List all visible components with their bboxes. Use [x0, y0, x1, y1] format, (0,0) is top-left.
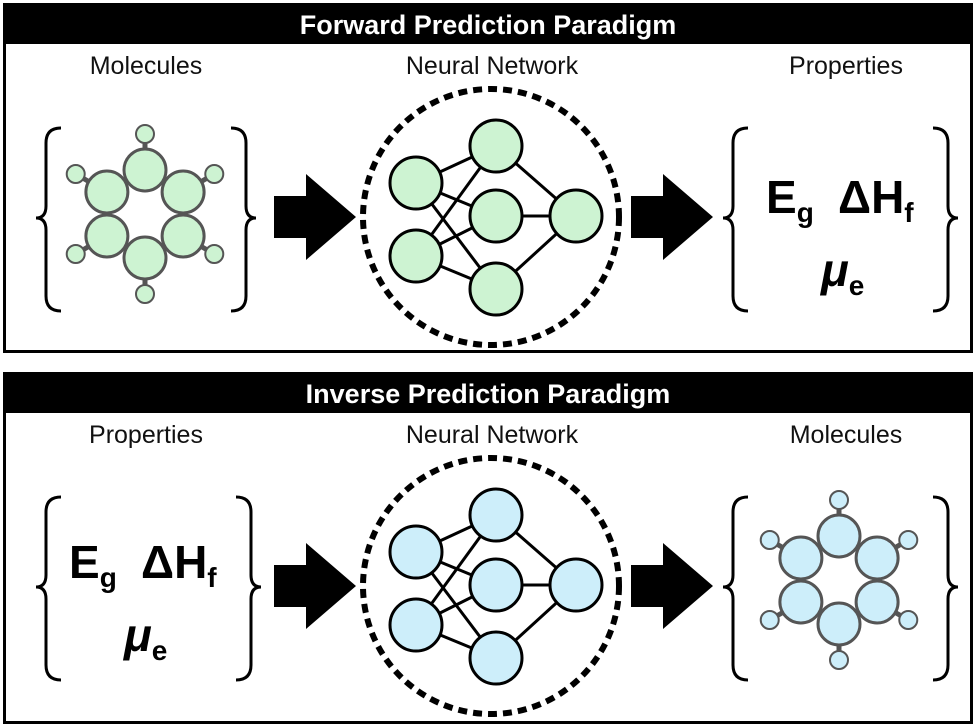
- right-brace: [932, 495, 959, 682]
- neuron-node: [388, 228, 444, 284]
- hydrogen-atom: [204, 164, 225, 184]
- left-brace: [722, 126, 749, 313]
- network-label: Neural Network: [405, 421, 579, 449]
- panel-title: Forward Prediction Paradigm: [6, 6, 970, 44]
- neuron-node: [468, 261, 524, 317]
- property-list: Eg ΔHf μe: [766, 171, 914, 301]
- network-boundary: [360, 455, 622, 717]
- enthalpy-symbol: ΔHf: [838, 171, 914, 228]
- neuron-node: [468, 557, 524, 613]
- carbon-atom: [778, 579, 824, 625]
- carbon-atom: [84, 213, 130, 259]
- output-label: Properties: [789, 52, 903, 80]
- hydrogen-atom: [759, 610, 780, 630]
- hydrogen-atom: [65, 244, 86, 264]
- hydrogen-atom: [829, 650, 849, 670]
- arrow-right-icon: [274, 543, 356, 629]
- neural-network: [388, 487, 604, 686]
- molecule: [65, 124, 225, 304]
- input-label: Properties: [89, 421, 203, 449]
- arrow-right-icon: [631, 543, 713, 629]
- carbon-atom: [778, 535, 824, 581]
- carbon-atom: [854, 535, 900, 581]
- carbon-atom: [160, 169, 206, 215]
- forward-diagram: Eg ΔHf μe: [35, 86, 959, 348]
- inverse-panel: Inverse Prediction Paradigm Properties N…: [3, 372, 973, 724]
- neuron-node: [388, 155, 444, 211]
- property-list: Eg ΔHf μe: [69, 536, 217, 666]
- network-label: Neural Network: [405, 52, 579, 80]
- hydrogen-atom: [898, 610, 919, 630]
- carbon-atom: [160, 213, 206, 259]
- forward-panel: Forward Prediction Paradigm Molecules Ne…: [3, 3, 973, 353]
- output-label: Molecules: [789, 421, 903, 449]
- hydrogen-atom: [135, 124, 155, 144]
- hydrogen-atom: [898, 530, 919, 550]
- hydrogen-atom: [65, 164, 86, 184]
- carbon-atom: [122, 147, 168, 193]
- inverse-diagram: Eg ΔHf μe: [35, 455, 959, 717]
- right-brace: [230, 126, 257, 313]
- mobility-symbol: μe: [122, 609, 167, 666]
- panel-title: Inverse Prediction Paradigm: [6, 375, 970, 413]
- enthalpy-symbol: ΔHf: [141, 536, 217, 593]
- neuron-node: [468, 487, 524, 543]
- bandgap-symbol: Eg: [766, 171, 814, 228]
- mobility-symbol: μe: [819, 244, 864, 301]
- hydrogen-atom: [135, 284, 155, 304]
- neuron-node: [468, 118, 524, 174]
- neuron-node: [388, 524, 444, 580]
- hydrogen-atom: [204, 244, 225, 264]
- left-brace: [722, 495, 749, 682]
- carbon-atom: [816, 601, 862, 647]
- neural-network: [388, 118, 604, 317]
- carbon-atom: [122, 235, 168, 281]
- carbon-atom: [854, 579, 900, 625]
- bandgap-symbol: Eg: [69, 536, 117, 593]
- carbon-atom: [84, 169, 130, 215]
- left-brace: [35, 495, 62, 682]
- network-boundary: [360, 86, 622, 348]
- molecule: [759, 490, 919, 670]
- hydrogen-atom: [759, 530, 780, 550]
- arrow-right-icon: [274, 174, 356, 260]
- right-brace: [932, 126, 959, 313]
- neuron-node: [388, 597, 444, 653]
- neuron-node: [548, 557, 604, 613]
- arrow-right-icon: [631, 174, 713, 260]
- hydrogen-atom: [829, 490, 849, 510]
- neuron-node: [468, 630, 524, 686]
- neuron-node: [548, 188, 604, 244]
- input-label: Molecules: [89, 52, 203, 80]
- neuron-node: [468, 188, 524, 244]
- carbon-atom: [816, 513, 862, 559]
- right-brace: [235, 495, 262, 682]
- left-brace: [35, 126, 62, 313]
